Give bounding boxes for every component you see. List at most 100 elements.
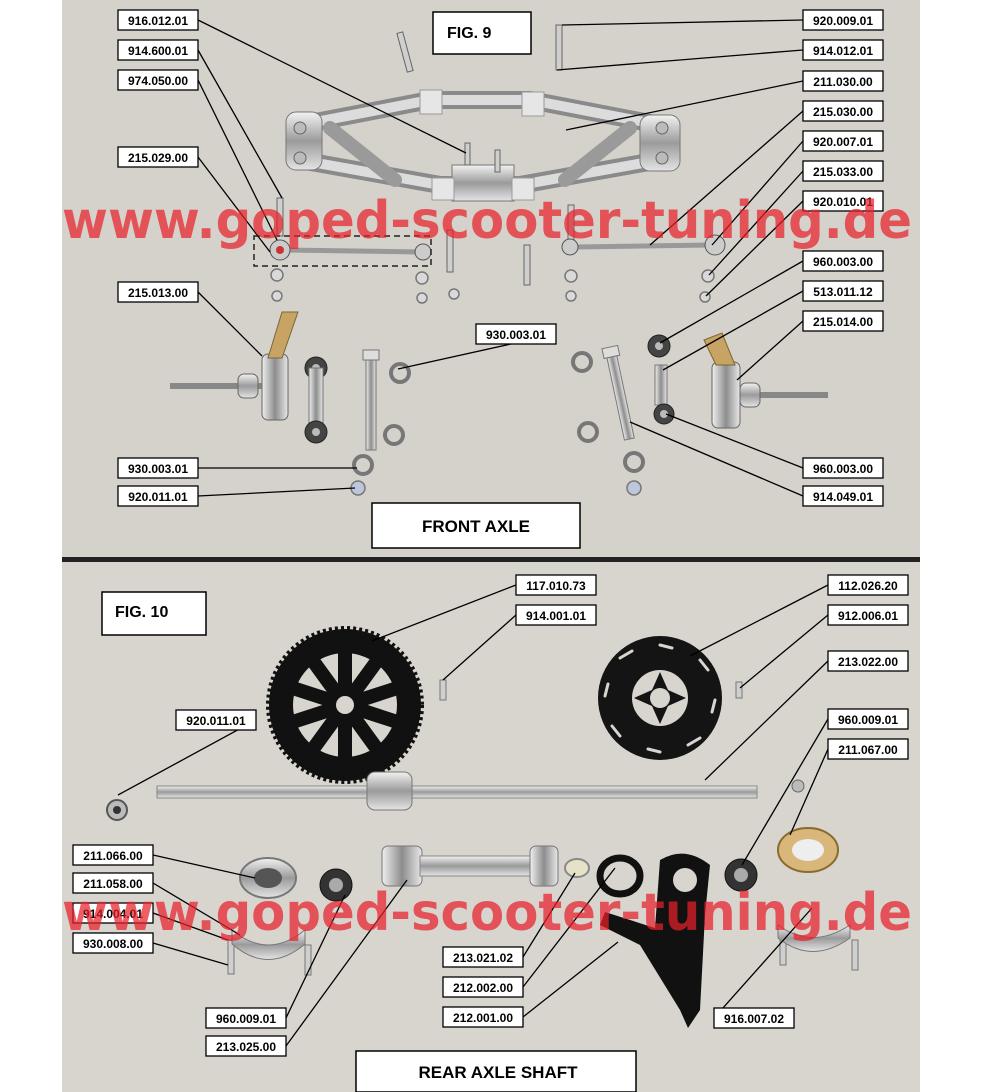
part-number-label: 930.008.00 xyxy=(72,932,154,954)
part-labels: 916.012.01 914.600.01 974.050.00 215.029.00… xyxy=(72,9,909,1057)
leader-line xyxy=(197,291,263,357)
leader-line xyxy=(736,320,804,381)
leader-line xyxy=(739,614,829,689)
part-number-label: 914.012.01 xyxy=(802,39,884,61)
fig10-panel xyxy=(62,562,920,1092)
part-number-text: 914.001.01 xyxy=(526,609,586,623)
part-number-box xyxy=(802,190,884,212)
part-number-text: 914.004.01 xyxy=(83,907,143,921)
part-number-text: 117.010.73 xyxy=(526,579,586,593)
part-number-text: 212.002.00 xyxy=(453,981,513,995)
part-number-box xyxy=(827,604,909,626)
part-number-label: 211.058.00 xyxy=(72,872,154,894)
part-number-label: 916.012.01 xyxy=(117,9,199,31)
part-number-text: 211.030.00 xyxy=(813,75,873,89)
part-number-text: 215.013.00 xyxy=(128,286,188,300)
part-number-box xyxy=(802,39,884,61)
part-number-text: 916.012.01 xyxy=(128,14,188,28)
spindle-left xyxy=(170,311,299,421)
part-number-label: 914.001.01 xyxy=(515,604,597,626)
part-number-text: 920.009.01 xyxy=(813,14,873,28)
part-number-label: 914.600.01 xyxy=(117,39,199,61)
leader-line xyxy=(152,912,229,941)
part-number-label: 920.011.01 xyxy=(117,485,199,507)
leader-line xyxy=(197,79,278,241)
frame-mount-right xyxy=(639,114,681,172)
fig10-title: REAR AXLE SHAFT xyxy=(419,1063,579,1082)
watermark-top: www.goped-scooter-tuning.de xyxy=(62,191,912,251)
leader-line xyxy=(285,894,346,1019)
fig10-title-box: REAR AXLE SHAFT xyxy=(355,1050,637,1092)
leader-line xyxy=(662,290,804,371)
part-number-text: 960.003.00 xyxy=(813,255,873,269)
leader-line xyxy=(649,110,804,246)
collar-left xyxy=(239,857,297,899)
leader-line xyxy=(565,80,804,131)
part-number-text: 211.066.00 xyxy=(83,849,143,863)
part-number-label: 213.021.02 xyxy=(442,946,524,968)
part-number-text: 920.007.01 xyxy=(813,135,873,149)
leader-line xyxy=(704,660,829,781)
part-number-text: 920.011.01 xyxy=(186,714,246,728)
leader-line xyxy=(705,200,804,297)
leader-line xyxy=(711,140,804,246)
part-number-text: 215.033.00 xyxy=(813,165,873,179)
part-number-box xyxy=(442,1006,524,1028)
part-number-label: 930.003.01 xyxy=(475,323,557,345)
part-number-box xyxy=(72,902,154,924)
part-number-label: 916.007.02 xyxy=(713,1007,795,1029)
part-number-box xyxy=(515,574,597,596)
part-number-label: 211.066.00 xyxy=(72,844,154,866)
part-number-text: 914.600.01 xyxy=(128,44,188,58)
part-number-box xyxy=(802,70,884,92)
bearing-housing-left xyxy=(231,928,306,960)
part-number-label: 215.030.00 xyxy=(802,100,884,122)
fig9-title: FRONT AXLE xyxy=(422,517,530,536)
brake-caliper-bracket xyxy=(600,853,710,1028)
part-number-label: 912.006.01 xyxy=(827,604,909,626)
part-number-label: 960.009.01 xyxy=(827,708,909,730)
leader-line xyxy=(442,614,517,681)
collar-right xyxy=(777,827,839,873)
part-number-text: 930.008.00 xyxy=(83,937,143,951)
axle-shaft xyxy=(156,771,805,811)
part-number-box xyxy=(117,146,199,168)
brake-disc xyxy=(598,636,722,760)
part-number-box xyxy=(117,457,199,479)
leader-line xyxy=(689,584,829,657)
part-number-box xyxy=(442,946,524,968)
part-number-label: 914.004.01 xyxy=(72,902,154,924)
part-number-box xyxy=(827,738,909,760)
part-number-box xyxy=(117,281,199,303)
bearing-left xyxy=(319,868,353,902)
part-number-label: 930.003.01 xyxy=(117,457,199,479)
part-number-box xyxy=(802,280,884,302)
part-number-box xyxy=(117,69,199,91)
fig9-long-bolts xyxy=(362,344,635,451)
part-number-text: 920.011.01 xyxy=(128,490,188,504)
leader-line xyxy=(665,413,804,469)
part-number-label: 920.011.01 xyxy=(175,709,257,731)
tie-rod-right xyxy=(561,234,726,256)
leader-line xyxy=(197,49,283,199)
leader-line xyxy=(561,19,804,26)
leader-line xyxy=(371,584,517,642)
nut-920-011-01 xyxy=(106,799,128,821)
fig9-number: FIG. 9 xyxy=(447,25,492,42)
part-number-text: 215.029.00 xyxy=(128,151,188,165)
part-number-label: 974.050.00 xyxy=(117,69,199,91)
leader-line xyxy=(117,719,257,796)
leader-line xyxy=(197,19,467,154)
panel-divider xyxy=(62,557,920,562)
part-number-label: 215.014.00 xyxy=(802,310,884,332)
part-number-box xyxy=(802,130,884,152)
leader-line xyxy=(152,854,256,879)
part-number-box xyxy=(802,457,884,479)
part-number-text: 912.006.01 xyxy=(838,609,898,623)
part-number-box xyxy=(72,932,154,954)
part-number-label: 211.030.00 xyxy=(802,70,884,92)
part-number-text: 211.058.00 xyxy=(83,877,143,891)
part-number-box xyxy=(442,976,524,998)
part-number-box xyxy=(117,485,199,507)
